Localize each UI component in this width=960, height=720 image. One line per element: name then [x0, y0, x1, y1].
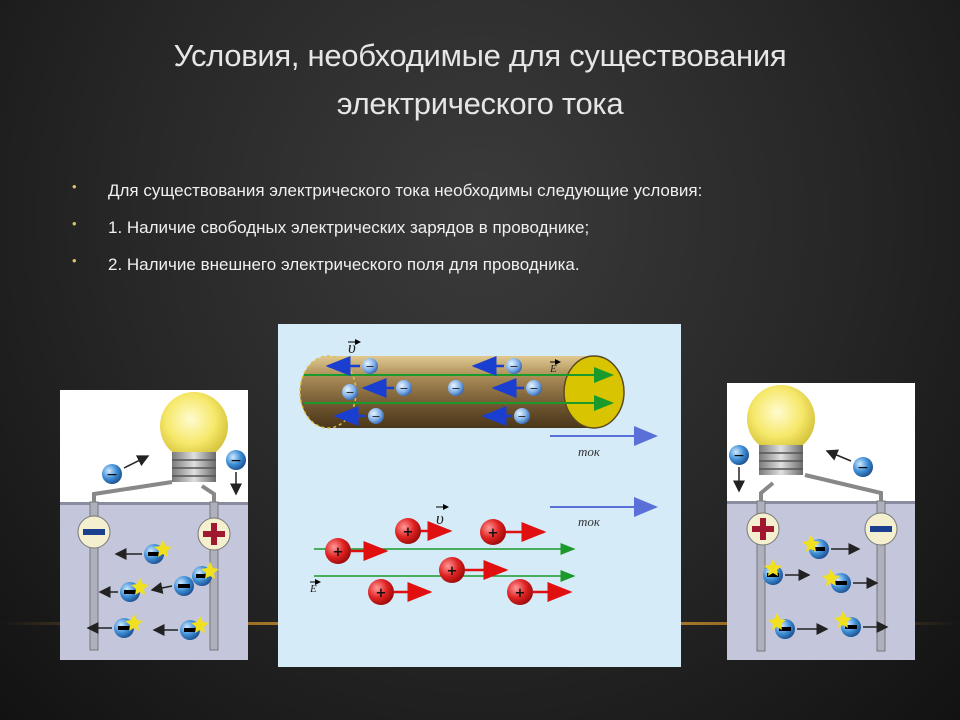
ion-sign-label: +: [447, 564, 458, 579]
ion-group: [86, 540, 219, 640]
right-cell-svg: − −: [727, 385, 915, 660]
bullet-item: • 2. Наличие внешнего электрического поля…: [72, 246, 892, 283]
left-electrolyte-illustration: − −: [60, 390, 248, 660]
field-symbol-ions: E: [309, 583, 317, 595]
light-bulb-icon: [160, 392, 228, 460]
light-bulb-icon: [747, 385, 815, 453]
left-cell-svg: − −: [60, 392, 248, 660]
electron-sign-label: −: [733, 448, 745, 464]
electron-sign-label: −: [529, 382, 538, 395]
electron-sign-label: −: [106, 467, 118, 483]
electron-sign-label: −: [365, 360, 374, 373]
ion-sign-label: +: [488, 526, 499, 541]
bullet-text: Для существования электрического тока не…: [108, 181, 703, 200]
electron-sign-label: −: [509, 360, 518, 373]
ion-sign-label: +: [376, 586, 387, 601]
electron-sign-label: −: [399, 382, 408, 395]
field-symbol-tube: E: [549, 363, 557, 375]
electron-sign-label: −: [451, 382, 460, 395]
bullet-dot-icon: •: [72, 216, 77, 231]
condition-list: • Для существования электрического тока н…: [72, 172, 892, 283]
electron-sign-label: −: [517, 410, 526, 423]
ion-sign-label: +: [403, 525, 414, 540]
title-line-1: Условия, необходимые для существования: [173, 38, 787, 73]
ion-sign-label: +: [333, 545, 344, 560]
velocity-symbol-ions: υ: [436, 509, 444, 528]
current-label-top: ток: [578, 444, 601, 459]
conductor-svg: E υ − − − − − − − − ток ток υ E: [299, 338, 658, 605]
bullet-item: • 1. Наличие свободных электрических заря…: [72, 209, 892, 246]
minus-electrode-icon: [870, 526, 892, 532]
electron-sign-label: −: [371, 410, 380, 423]
electron-sign-label: −: [345, 386, 354, 399]
bullet-dot-icon: •: [72, 179, 77, 194]
electron-sign-label: −: [230, 453, 242, 469]
slide-title: Условия, необходимые для существования э…: [80, 32, 880, 128]
electron-sign-label: −: [857, 460, 869, 476]
bullet-dot-icon: •: [72, 253, 77, 268]
bullet-text: 1. Наличие свободных электрических заряд…: [108, 218, 590, 237]
conductor-cross-section: [563, 355, 625, 429]
title-line-2: электрического тока: [336, 86, 624, 121]
ion-sign-label: +: [515, 586, 526, 601]
velocity-symbol-tube: υ: [348, 338, 356, 357]
bullet-item: • Для существования электрического тока н…: [72, 172, 892, 209]
center-conductor-illustration: E υ − − − − − − − − ток ток υ E: [278, 324, 681, 667]
positive-ion-group: + + + + + +: [325, 518, 573, 605]
ion-group: [763, 535, 889, 639]
right-electrolyte-illustration: − −: [727, 383, 915, 660]
bullet-text: 2. Наличие внешнего электрического поля …: [108, 255, 580, 274]
minus-electrode-icon: [83, 529, 105, 535]
current-label-bottom: ток: [578, 514, 601, 529]
electron-group: − − − − − − − −: [325, 356, 542, 426]
